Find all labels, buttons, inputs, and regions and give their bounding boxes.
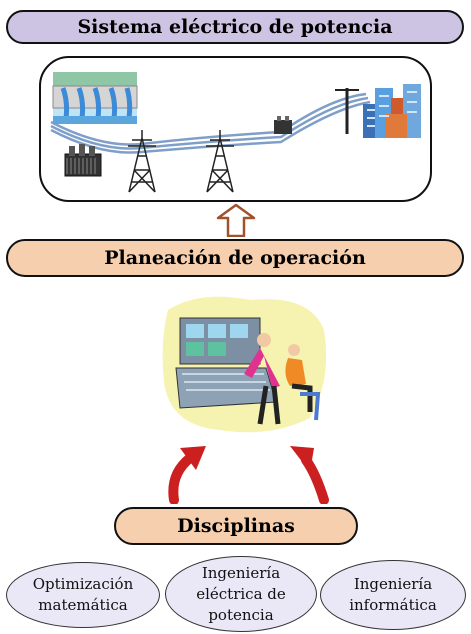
discipline-label: Ingeniería eléctrica de potencia xyxy=(196,563,286,624)
planning-title: Planeación de operación xyxy=(6,239,464,277)
hydro-dam-icon xyxy=(52,72,138,124)
discipline-computer-engineering: Ingeniería informática xyxy=(320,560,466,630)
disciplines-title: Disciplinas xyxy=(114,507,358,545)
transmission-tower-icon xyxy=(128,130,156,193)
control-room-operators-icon xyxy=(162,296,327,433)
system-title: Sistema eléctrico de potencia xyxy=(6,10,464,44)
red-arrow-right-icon xyxy=(290,446,329,504)
red-arrow-left-icon xyxy=(168,446,206,504)
power-system-illustration xyxy=(50,72,421,193)
discipline-label: Optimización matemática xyxy=(32,575,134,614)
discipline-power-engineering: Ingeniería eléctrica de potencia xyxy=(165,556,317,632)
disciplines-title-text: Disciplinas xyxy=(177,515,295,537)
system-title-text: Sistema eléctrico de potencia xyxy=(77,16,393,38)
discipline-optimization: Optimización matemática xyxy=(6,562,160,628)
power-system-panel xyxy=(39,56,432,202)
discipline-label: Ingeniería informática xyxy=(349,575,437,614)
up-arrow-icon xyxy=(216,203,256,237)
planning-title-text: Planeación de operación xyxy=(104,247,366,269)
transmission-tower-icon xyxy=(206,130,234,193)
city-buildings-icon xyxy=(363,84,421,138)
red-arrows xyxy=(168,446,329,504)
pole-transformer-icon xyxy=(274,88,359,134)
transformer-icon xyxy=(64,144,102,177)
